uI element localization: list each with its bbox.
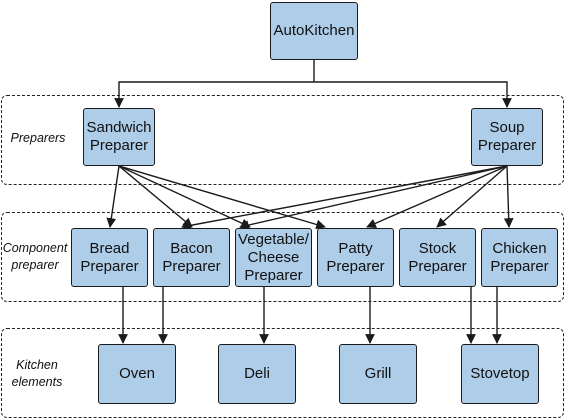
edge-soup-vegcheese (239, 165, 508, 230)
edge-sandwich-patty (118, 165, 326, 230)
node-autokitchen[interactable]: AutoKitchen (270, 2, 358, 60)
edge-soup-patty (366, 165, 508, 228)
band-component-preparer (1, 212, 564, 302)
node-grill[interactable]: Grill (339, 344, 417, 404)
band-kitchen-elements (1, 328, 564, 418)
band-label-kitchen: Kitchen elements (11, 358, 63, 389)
node-deli[interactable]: Deli (218, 344, 296, 404)
band-label-component: Component preparer (2, 241, 68, 272)
node-stovetop[interactable]: Stovetop (461, 344, 539, 404)
edge-sandwich-vegcheese (118, 165, 251, 228)
band-label-preparers: Preparers (10, 131, 66, 145)
node-oven[interactable]: Oven (98, 344, 176, 404)
edge-soup-stock (436, 165, 508, 228)
edge-sandwich-bacon (118, 165, 193, 228)
band-preparers (1, 95, 564, 185)
edge-soup-chicken (503, 165, 514, 228)
edge-soup-bacon (181, 165, 508, 231)
edge-autokitchen-sandwich (114, 81, 314, 108)
edge-autokitchen-soup (314, 81, 512, 108)
edge-sandwich-bread (106, 165, 120, 228)
